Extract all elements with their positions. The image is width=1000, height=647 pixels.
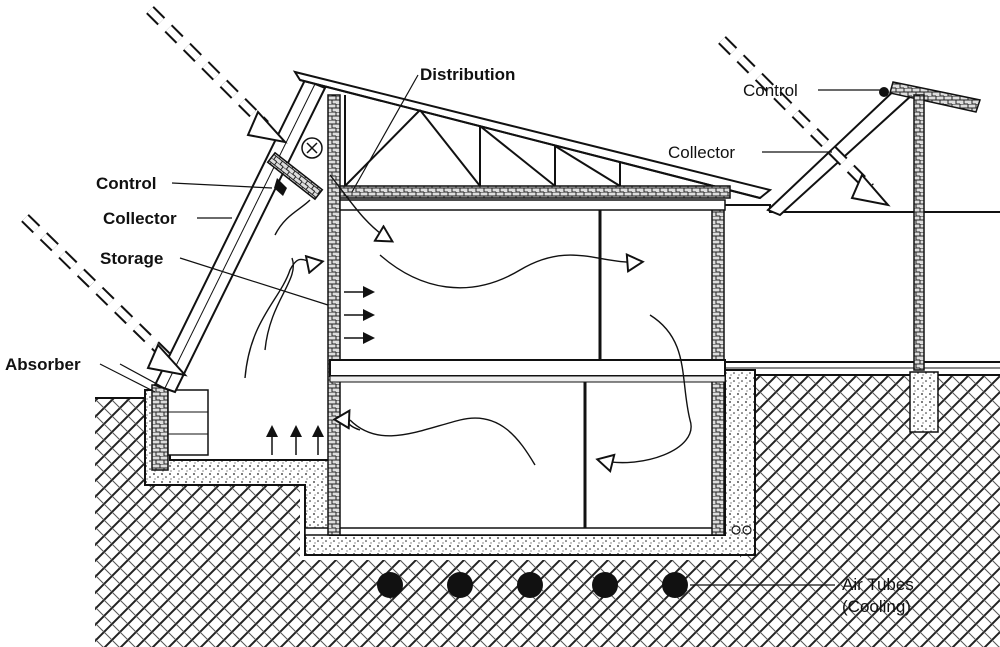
- sun-ray-heads: [146, 110, 891, 377]
- absorber-wall: [151, 384, 169, 471]
- control-damper-left: [266, 151, 324, 201]
- air-tube: [377, 572, 403, 598]
- heat-arrows-floor: [266, 425, 324, 455]
- air-tube: [517, 572, 543, 598]
- label-storage: Storage: [100, 249, 163, 268]
- airflow-paths: [244, 174, 692, 465]
- soil-ground: [95, 374, 1000, 647]
- control-damper-right: [879, 87, 889, 97]
- label-collector-right: Collector: [668, 143, 735, 162]
- leader-lines: [99, 74, 880, 586]
- storage-wall: [327, 94, 341, 536]
- label-collector-left: Collector: [103, 209, 177, 228]
- right-collector-section: [766, 81, 981, 371]
- heat-arrows-storage: [344, 286, 375, 344]
- label-control-left: Control: [96, 174, 156, 193]
- air-tubes: [377, 572, 688, 598]
- house-structure: [266, 70, 1000, 536]
- air-tube: [662, 572, 688, 598]
- sun-rays: [21, 6, 874, 362]
- air-tube: [592, 572, 618, 598]
- label-air-tubes: Air Tubes: [842, 575, 914, 594]
- main-roof: [292, 70, 773, 200]
- air-tube: [447, 572, 473, 598]
- label-distribution: Distribution: [420, 65, 515, 84]
- sunspace: [151, 78, 327, 471]
- label-air-tubes-cooling: (Cooling): [842, 597, 911, 616]
- label-absorber: Absorber: [5, 355, 81, 374]
- label-control-right: Control: [743, 81, 798, 100]
